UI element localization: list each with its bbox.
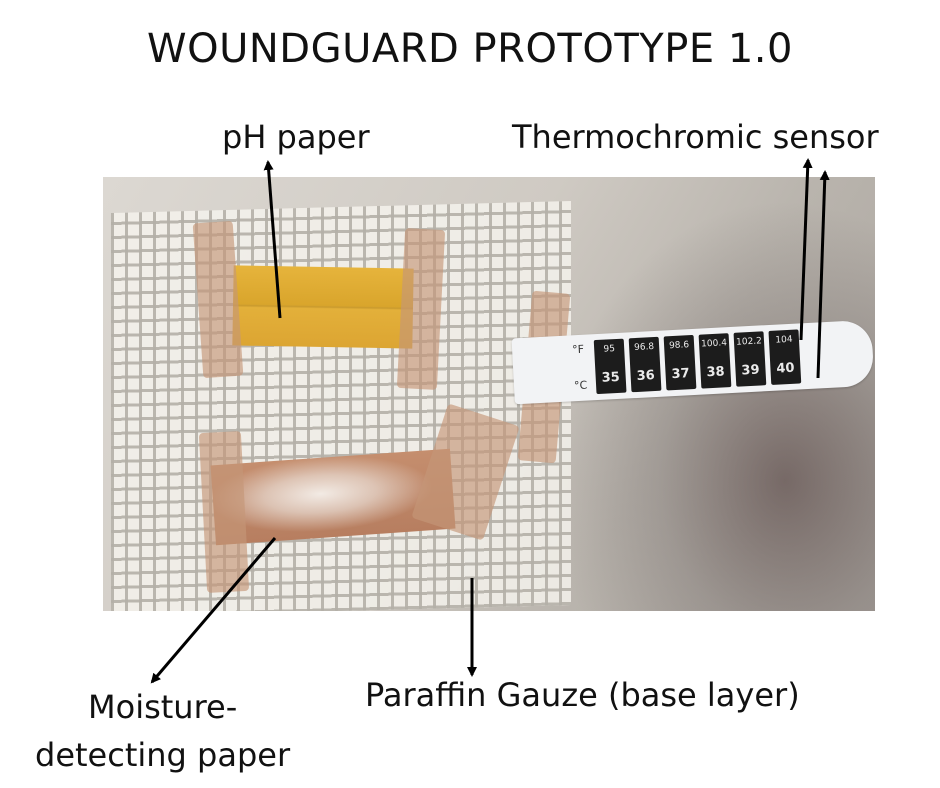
- label-moisture-line1: Moisture-: [88, 688, 238, 726]
- arrow-ph-paper: [263, 160, 282, 319]
- label-thermochromic-sensor: Thermochromic sensor: [512, 118, 879, 156]
- page-title: WOUNDGUARD PROTOTYPE 1.0: [147, 26, 793, 72]
- arrow-thermo-2: [816, 170, 830, 379]
- label-moisture-line2: detecting paper: [35, 736, 291, 774]
- arrow-moisture: [150, 537, 277, 684]
- label-paraffin-gauze: Paraffin Gauze (base layer): [365, 676, 800, 714]
- arrow-thermo-1: [799, 158, 813, 341]
- label-ph-paper: pH paper: [222, 118, 370, 156]
